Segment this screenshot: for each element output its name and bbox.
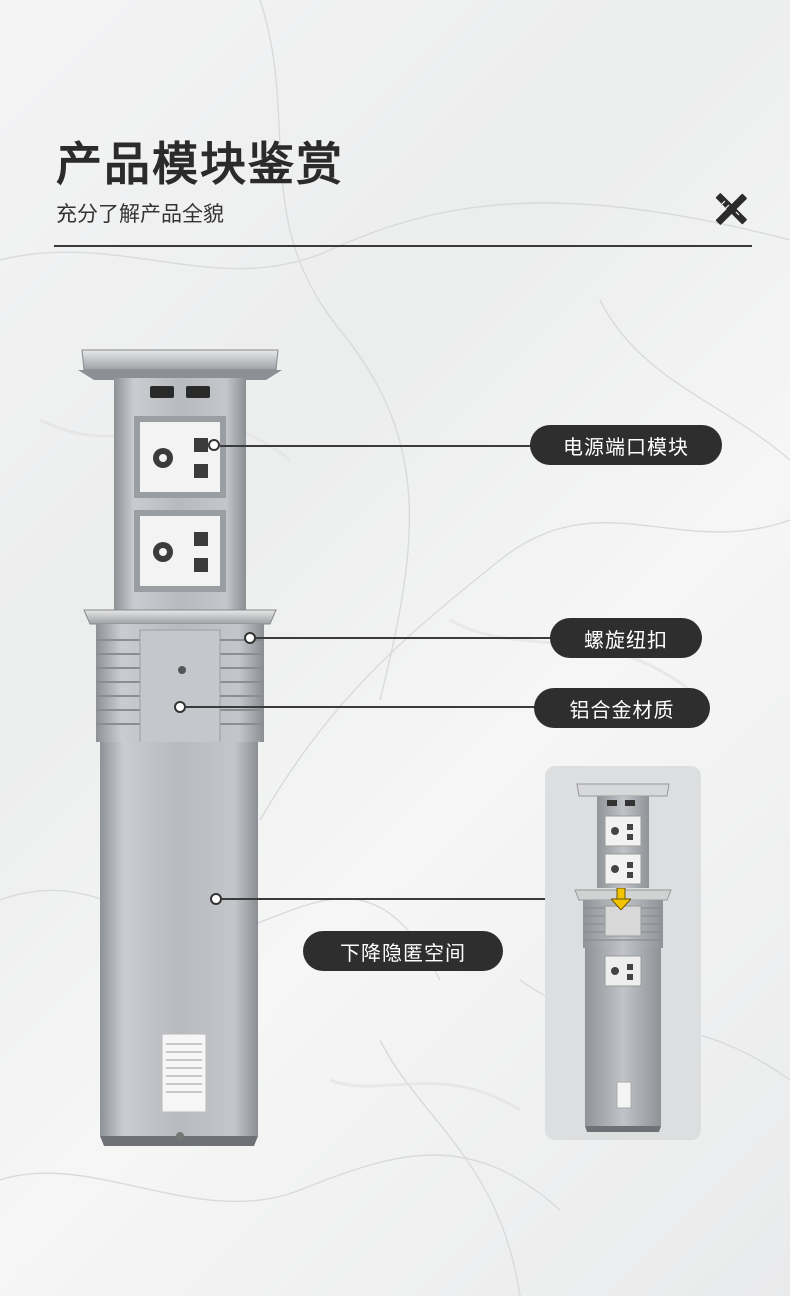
popup-socket-product-image xyxy=(78,349,282,1146)
callout-line-power-module xyxy=(220,445,532,447)
callout-line-spiral-button xyxy=(256,637,552,639)
callout-label-power-module: 电源端口模块 xyxy=(530,425,722,465)
callout-dot-hidden-space xyxy=(210,893,222,905)
callout-dot-spiral-button xyxy=(244,632,256,644)
callout-label-hidden-space: 下降隐匿空间 xyxy=(303,931,503,971)
callout-label-spiral-button: 螺旋纽扣 xyxy=(550,618,702,658)
callout-dot-power-module xyxy=(208,439,220,451)
header-divider xyxy=(54,245,752,247)
callout-line-hidden-space xyxy=(222,898,548,900)
retracted-state-inset xyxy=(545,766,701,1140)
retracted-socket-image xyxy=(574,783,672,1132)
page-title: 产品模块鉴赏 xyxy=(56,137,344,191)
callout-line-aluminum-material xyxy=(186,706,536,708)
callout-dot-aluminum-material xyxy=(174,701,186,713)
pencil-ruler-icon xyxy=(715,193,747,225)
page-subtitle: 充分了解产品全貌 xyxy=(56,202,224,226)
callout-label-aluminum-material: 铝合金材质 xyxy=(534,688,710,728)
down-arrow-icon xyxy=(611,888,631,910)
